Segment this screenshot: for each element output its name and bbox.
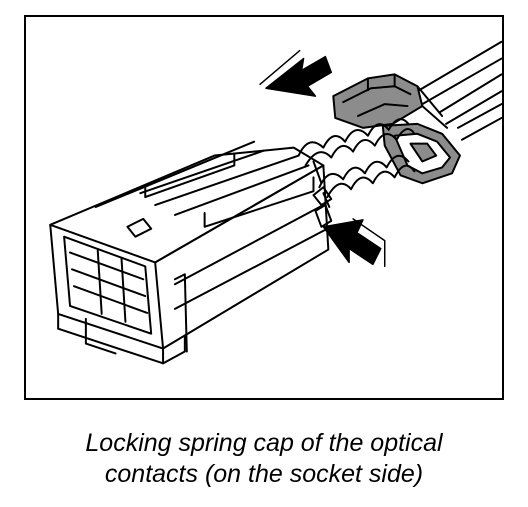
locking-spring-cap	[332, 73, 461, 185]
figure-caption: Locking spring cap of the optical contac…	[0, 428, 528, 490]
arrow-left-icon	[322, 218, 386, 268]
optical-cables	[416, 40, 502, 141]
connector-illustration	[49, 40, 502, 365]
caption-line-1: Locking spring cap of the optical	[85, 429, 443, 457]
arrow-left-icon	[259, 49, 333, 97]
connector-housing	[49, 140, 333, 365]
figure-frame	[24, 15, 504, 400]
caption-line-2: contacts (on the socket side)	[104, 460, 424, 488]
